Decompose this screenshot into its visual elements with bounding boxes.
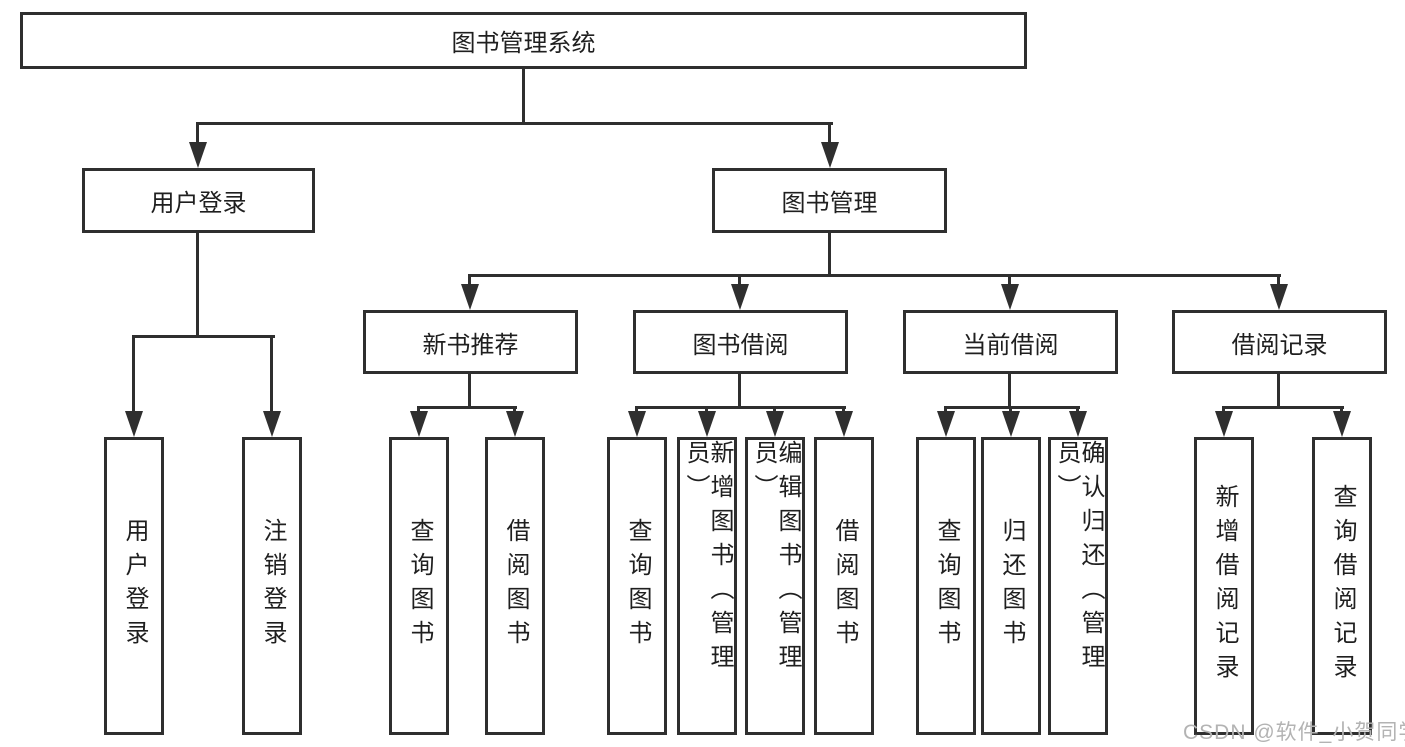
arrowhead-down-icon	[1333, 411, 1351, 437]
node-label: 编辑图书（管理员）	[750, 440, 801, 678]
arrowhead-down-icon	[263, 411, 281, 437]
node-label: 新书推荐	[422, 331, 519, 359]
connector-current-trunk	[1008, 374, 1011, 409]
connector-book-management-trunk	[828, 233, 831, 277]
connector-shaft	[132, 335, 135, 413]
node-label: 归还图书	[998, 518, 1025, 654]
leaf-borrowing-query-books: 查询图书	[607, 437, 667, 735]
node-label: 查询图书	[406, 518, 433, 654]
node-label: 新增图书（管理员）	[682, 440, 733, 678]
connector-records-rail	[1222, 406, 1344, 409]
connector-newbook-trunk	[468, 374, 471, 409]
node-book-management: 图书管理	[712, 168, 947, 233]
node-label: 用户登录	[121, 518, 148, 654]
arrowhead-down-icon	[821, 142, 839, 168]
leaf-borrowing-add-books-admin: 新增图书（管理员）	[677, 437, 737, 735]
arrowhead-down-icon	[506, 411, 524, 437]
connector-user-login-trunk	[196, 233, 199, 338]
arrowhead-down-icon	[937, 411, 955, 437]
connector-shaft	[828, 122, 831, 144]
arrowhead-down-icon	[125, 411, 143, 437]
arrowhead-down-icon	[731, 284, 749, 310]
leaf-current-query-books: 查询图书	[916, 437, 976, 735]
arrowhead-down-icon	[1002, 411, 1020, 437]
connector-shaft	[468, 274, 471, 288]
leaf-user-login: 用户登录	[104, 437, 164, 735]
node-label: 确认归还（管理员）	[1053, 440, 1104, 678]
arrowhead-down-icon	[1001, 284, 1019, 310]
node-label: 借阅记录	[1231, 331, 1328, 359]
node-label: 借阅图书	[831, 518, 858, 654]
node-label: 注销登录	[259, 518, 286, 654]
arrowhead-down-icon	[698, 411, 716, 437]
leaf-current-return-books: 归还图书	[981, 437, 1041, 735]
node-borrowing-records: 借阅记录	[1172, 310, 1387, 374]
leaf-logout: 注销登录	[242, 437, 302, 735]
arrowhead-down-icon	[410, 411, 428, 437]
node-library-management-system: 图书管理系统	[20, 12, 1027, 69]
arrowhead-down-icon	[461, 284, 479, 310]
node-label: 当前借阅	[962, 331, 1059, 359]
arrowhead-down-icon	[835, 411, 853, 437]
connector-shaft	[196, 122, 199, 144]
connector-level1-rail	[196, 122, 833, 125]
node-label: 借阅图书	[502, 518, 529, 654]
node-new-book-recommendation: 新书推荐	[363, 310, 578, 374]
node-label: 新增借阅记录	[1211, 484, 1238, 688]
node-user-login: 用户登录	[82, 168, 315, 233]
connector-root-trunk	[522, 69, 525, 125]
connector-current-rail	[944, 406, 1080, 409]
connector-shaft	[270, 335, 273, 413]
node-label: 图书管理系统	[451, 30, 596, 57]
node-label: 查询图书	[624, 518, 651, 654]
arrowhead-down-icon	[628, 411, 646, 437]
leaf-records-add-record: 新增借阅记录	[1194, 437, 1254, 735]
node-label: 图书借阅	[692, 331, 789, 359]
connector-shaft	[1277, 274, 1280, 288]
arrowhead-down-icon	[1270, 284, 1288, 310]
connector-borrowing-rail	[635, 406, 846, 409]
connector-records-trunk	[1277, 374, 1280, 409]
node-label: 用户登录	[150, 190, 247, 217]
arrowhead-down-icon	[189, 142, 207, 168]
arrowhead-down-icon	[766, 411, 784, 437]
leaf-newbook-query-books: 查询图书	[389, 437, 449, 735]
leaf-current-confirm-return-admin: 确认归还（管理员）	[1048, 437, 1108, 735]
leaf-records-query-record: 查询借阅记录	[1312, 437, 1372, 735]
node-label: 查询图书	[933, 518, 960, 654]
connector-user-login-rail	[133, 335, 275, 338]
connector-borrowing-trunk	[738, 374, 741, 409]
leaf-borrowing-edit-books-admin: 编辑图书（管理员）	[745, 437, 805, 735]
arrowhead-down-icon	[1069, 411, 1087, 437]
connector-level2-rail	[469, 274, 1281, 277]
node-label: 查询借阅记录	[1329, 484, 1356, 688]
node-current-borrowing: 当前借阅	[903, 310, 1118, 374]
connector-shaft	[738, 274, 741, 288]
leaf-borrowing-borrow-books: 借阅图书	[814, 437, 874, 735]
leaf-newbook-borrow-books: 借阅图书	[485, 437, 545, 735]
arrowhead-down-icon	[1215, 411, 1233, 437]
node-book-borrowing: 图书借阅	[633, 310, 848, 374]
connector-shaft	[1008, 274, 1011, 288]
connector-newbook-rail	[417, 406, 517, 409]
watermark: CSDN @软件_小贺同学	[1183, 721, 1405, 744]
node-label: 图书管理	[781, 190, 878, 217]
